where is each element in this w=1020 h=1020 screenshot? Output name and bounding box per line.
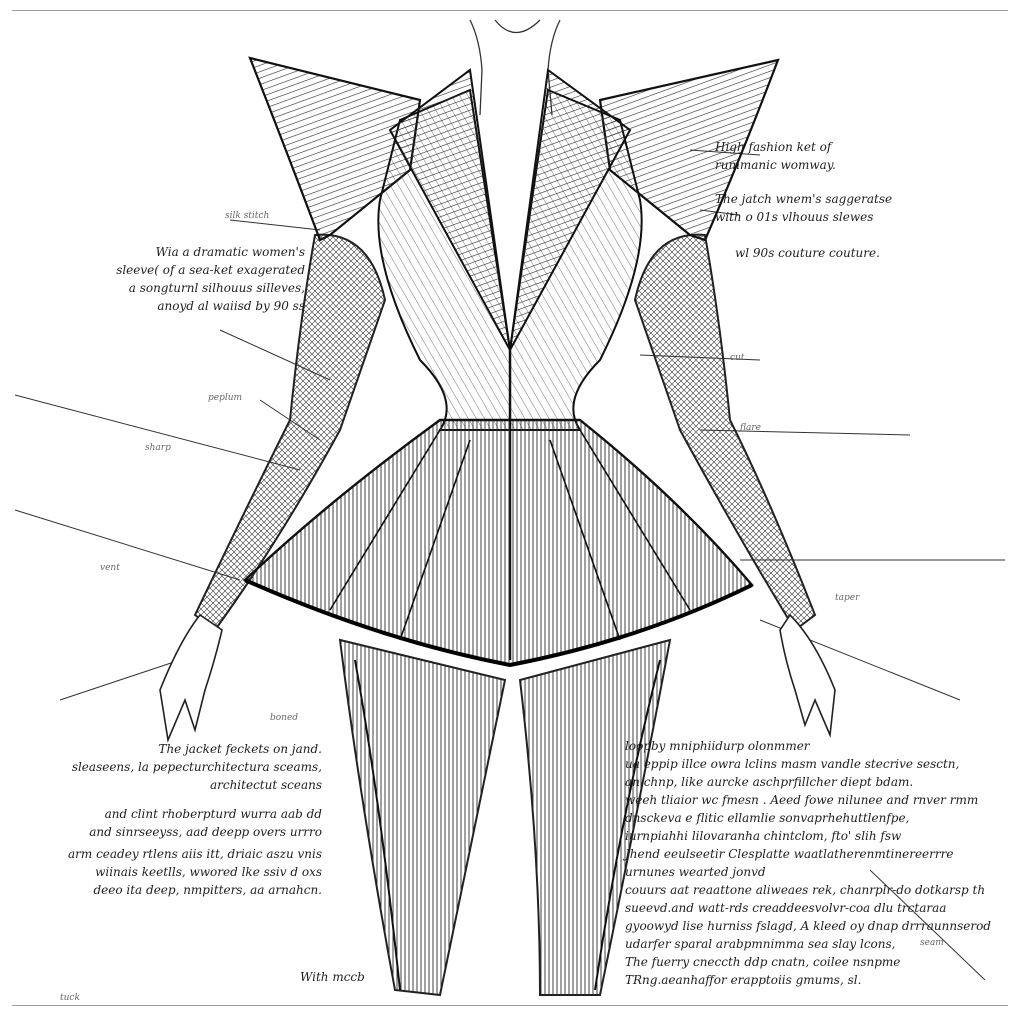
annotation-line: udarfer sparal arabpmnimma sea slay lcon… <box>625 937 896 951</box>
annotation-line: dnsckeva e flitic ellamlie sonvaprhehutt… <box>625 811 910 825</box>
annotation-mid-left: The jacket feckets on jand. sleaseens, l… <box>20 740 322 794</box>
annotation-line: loopby mniphiidurp olonmmer <box>625 739 810 753</box>
annotation-bottom-right: loopby mniphiidurp olonmmer ua eppip ill… <box>625 737 991 989</box>
annotation-bottom-center: With mccb <box>300 968 400 986</box>
annotation-line: urnunes wearted jonvd <box>625 865 766 879</box>
shoulder-pads <box>248 56 780 242</box>
annotation-mid-right: The jatch wnem's saggeratse with o 01s v… <box>715 190 892 226</box>
annotation-right-3: wl 90s couture couture. <box>735 244 880 262</box>
scribble-text: tuck <box>60 993 80 1003</box>
annotation-line: wiinais keetlls, wwored lke ssiv d oxs <box>95 865 322 879</box>
annotation-line: TRng.aeanhaffor erapptoiis gmums, sl. <box>625 973 862 987</box>
peplum-skirt <box>242 418 754 668</box>
frame-bottom-line <box>12 1005 1008 1006</box>
left-sleeve <box>159 233 387 743</box>
annotation-line: Jhend eeulseetir Clesplatte waatlatheren… <box>625 847 954 861</box>
annotation-line: anoyd al waiisd by 90 ss <box>157 299 305 313</box>
annotation-line: and sinrseeyss, aad deepp overs urrro <box>89 825 322 839</box>
scribble-text: peplum <box>208 393 242 403</box>
annotation-line: With mccb <box>300 970 365 984</box>
scribble-text: boned <box>270 713 298 723</box>
figure-legs <box>338 638 672 997</box>
annotation-line: a songturnl silhouus silleves, <box>128 281 305 295</box>
jacket-bodice <box>377 68 643 660</box>
annotation-line: wl 90s couture couture. <box>735 246 880 260</box>
annotation-bottom-left-1: and clint rhoberpturd wurra aab dd and s… <box>20 805 322 841</box>
frame-top-line <box>12 10 1008 11</box>
annotation-bottom-left-2: arm ceadey rtlens aiis itt, driaic aszu … <box>20 845 322 899</box>
scribble-text: silk stitch <box>225 211 269 221</box>
annotation-line: and clint rhoberpturd wurra aab dd <box>104 807 322 821</box>
scribble-text: vent <box>100 563 120 573</box>
right-sleeve <box>633 233 836 739</box>
scribble-text: cut <box>730 353 745 363</box>
annotation-line: an chnp, like aurcke aschprfillcher diep… <box>625 775 914 789</box>
annotation-line: deeo ita deep, nmpitters, aa arnahcn. <box>93 883 322 897</box>
annotation-line: sleeve( of a sea-ket exagerated <box>116 263 305 277</box>
annotation-line: iurnpiahhi lilovaranha chintclom, fto' s… <box>625 829 902 843</box>
annotation-line: weeh tliaior wc fmesn . Aeed fowe nilune… <box>625 793 979 807</box>
annotation-top-right: High fashion ket of rummanic womway. <box>715 138 836 174</box>
scribble-labels: silk stitch peplum sharp vent boned cut … <box>60 211 944 1003</box>
annotation-line: rummanic womway. <box>715 158 836 172</box>
annotation-line: architectut sceans <box>209 778 322 792</box>
annotation-line: sueevd.and watt-rds creaddeesvolvr-coa d… <box>625 901 947 915</box>
scribble-text: sharp <box>145 443 171 453</box>
annotation-line: arm ceadey rtlens aiis itt, driaic aszu … <box>67 847 322 861</box>
scribble-text: flare <box>739 423 761 433</box>
annotation-line: High fashion ket of <box>715 140 832 154</box>
annotation-line: Wia a dramatic women's <box>155 245 305 259</box>
annotation-line: ua eppip illce owra lclins masm vandle s… <box>625 757 960 771</box>
scribble-text: seam <box>920 938 944 948</box>
annotation-line: couurs aat reaattone aliweaes rek, chanr… <box>625 883 986 897</box>
annotation-line: The fuerry cneccth ddp cnatn, coilee nsn… <box>625 955 901 969</box>
annotation-line: sleaseens, la pepecturchitectura sceams, <box>71 760 322 774</box>
annotation-line: The jatch wnem's saggeratse <box>715 192 893 206</box>
annotation-lines <box>14 149 1005 981</box>
annotation-line: with o 01s vlhouus slewes <box>715 210 874 224</box>
annotation-top-left: Wia a dramatic women's sleeve( of a sea-… <box>20 243 305 315</box>
annotation-line: gyoowyd lise hurniss fslagd, A kleed oy … <box>625 919 991 933</box>
scribble-text: taper <box>835 593 860 603</box>
annotation-line: The jacket feckets on jand. <box>158 742 322 756</box>
